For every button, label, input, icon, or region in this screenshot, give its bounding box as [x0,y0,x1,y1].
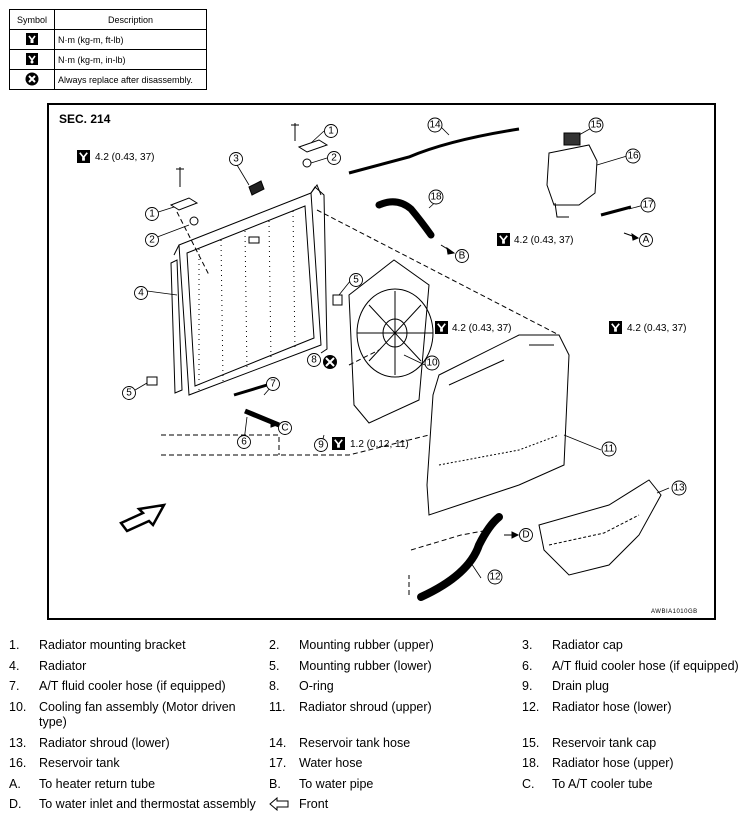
symbol-description: N·m (kg-m, in-lb) [54,49,207,70]
torque-label: 4.2 (0.43, 37) [497,233,573,246]
radiator-cap [248,180,265,196]
radiator-shroud-lower [538,479,662,576]
parts-legend: 1.Radiator mounting bracket 2.Mounting r… [9,638,749,818]
exploded-view-diagram: SEC. 214 [47,103,716,620]
callout-9: 9 [318,440,324,451]
callout-b: B [459,251,466,262]
callout-1: 1 [149,209,155,220]
callout-15: 15 [590,120,602,131]
callout-18: 18 [430,192,442,203]
callout-3: 3 [233,154,239,165]
svg-text:4.2 (0.43, 37): 4.2 (0.43, 37) [95,152,154,163]
reservoir-tank-cap [563,132,581,146]
callout-17: 17 [642,200,654,211]
bolt [176,167,184,187]
callout-10: 10 [426,358,438,369]
callout-5: 5 [353,275,359,286]
svg-text:4.2 (0.43, 37): 4.2 (0.43, 37) [627,323,686,334]
mounting-rubber-lower [146,376,158,386]
torque-wrench-ftlb-icon [9,29,55,50]
callout-7: 7 [270,379,276,390]
callout-14: 14 [429,120,441,131]
description-header: Description [54,9,207,30]
symbol-description: N·m (kg-m, ft-lb) [54,29,207,50]
torque-label: 4.2 (0.43, 37) [609,321,686,334]
reservoir-tank-hose [348,127,520,175]
symbol-description: Always replace after disassembly. [54,69,207,90]
section-label: SEC. 214 [59,112,111,126]
mounting-rubber-upper [189,216,199,226]
always-replace-icon [323,355,337,369]
water-hose [600,205,632,217]
radiator [170,183,328,396]
always-replace-icon [9,69,55,90]
callout-2: 2 [331,153,337,164]
callout-1: 1 [328,126,334,137]
torque-label: 4.2 (0.43, 37) [77,150,154,163]
cooling-fan-assembly [348,259,434,424]
callout-c: C [281,423,288,434]
callout-5: 5 [126,388,132,399]
callout-8: 8 [311,355,317,366]
radiator-hose-upper [375,198,435,239]
mounting-rubber-lower [332,294,343,306]
radiator-mounting-bracket-top [297,139,329,153]
callout-2: 2 [149,235,155,246]
symbol-table: Symbol Description N·m (kg-m, ft-lb) N·m… [9,9,207,90]
symbol-header: Symbol [9,9,55,30]
mounting-rubber-upper [302,158,312,168]
torque-label: 4.2 (0.43, 37) [435,321,511,334]
front-arrow-icon [269,796,289,814]
radiator-hose-lower [417,513,503,601]
callout-11: 11 [604,444,615,455]
callout-13: 13 [673,483,685,494]
svg-text:4.2 (0.43, 37): 4.2 (0.43, 37) [514,235,573,246]
callout-6: 6 [241,437,247,448]
callout-12: 12 [489,572,501,583]
figure-id: AWBIA1010GB [651,609,698,615]
svg-text:1.2 (0.12, 11): 1.2 (0.12, 11) [350,439,409,450]
svg-text:4.2 (0.43, 37): 4.2 (0.43, 37) [452,323,511,334]
torque-label: 1.2 (0.12, 11) [332,437,409,450]
radiator-shroud-upper [426,334,570,516]
callout-4: 4 [138,288,144,299]
callout-d: D [522,530,529,541]
front-arrow-icon [119,503,167,533]
bolt [291,123,299,141]
radiator-mounting-bracket-left [169,197,199,211]
callout-16: 16 [627,151,639,162]
reservoir-tank [546,132,598,218]
torque-wrench-inlb-icon [9,49,55,70]
callout-a: A [643,235,650,246]
at-fluid-cooler-hose [233,383,268,397]
